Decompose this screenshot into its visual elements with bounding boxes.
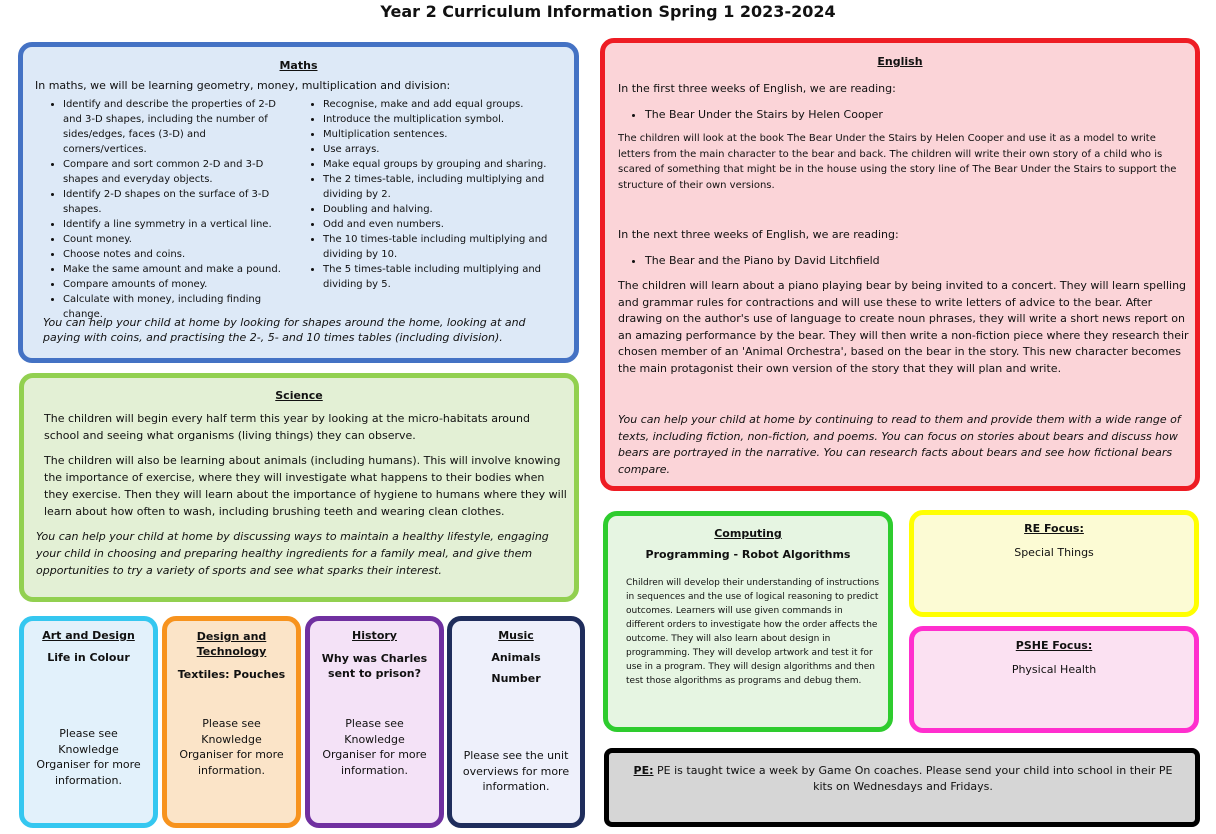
maths-help: You can help your child at home by looki…	[43, 316, 526, 344]
dt-panel: Design and Technology Textiles: Pouches …	[162, 616, 301, 828]
maths-item: Make the same amount and make a pound.	[63, 262, 285, 277]
pshe-panel: PSHE Focus: Physical Health	[909, 626, 1199, 733]
art-heading: Art and Design	[42, 629, 135, 642]
science-para-2: The children will also be learning about…	[44, 454, 567, 518]
pshe-text: Physical Health	[1011, 663, 1097, 676]
history-text: Please see Knowledge Organiser for more …	[322, 717, 427, 777]
dt-subtitle: Textiles: Pouches	[177, 668, 286, 681]
science-help: You can help your child at home by discu…	[36, 530, 549, 577]
english-intro-2: In the next three weeks of English, we a…	[618, 228, 899, 241]
maths-panel: Maths In maths, we will be learning geom…	[18, 42, 579, 363]
computing-para: Children will develop their understandin…	[626, 578, 880, 686]
re-text: Special Things	[1014, 546, 1094, 559]
english-panel: English In the first three weeks of Engl…	[600, 38, 1200, 491]
music-panel: Music Animals Number Please see the unit…	[447, 616, 585, 828]
pe-panel: PE: PE is taught twice a week by Game On…	[604, 748, 1200, 827]
page-title: Year 2 Curriculum Information Spring 1 2…	[380, 2, 836, 21]
music-subtitle-2: Number	[491, 672, 541, 685]
computing-heading: Computing	[714, 527, 782, 540]
music-subtitle-1: Animals	[491, 651, 541, 664]
maths-item: Multiplication sentences.	[323, 127, 559, 142]
maths-item: Calculate with money, including finding …	[63, 292, 285, 322]
maths-item: Odd and even numbers.	[323, 217, 559, 232]
science-para-1: The children will begin every half term …	[44, 412, 530, 442]
english-intro-1: In the first three weeks of English, we …	[618, 82, 896, 95]
english-heading: English	[877, 55, 923, 68]
history-heading: History	[352, 629, 397, 642]
maths-heading: Maths	[279, 59, 318, 72]
maths-item: Identify and describe the properties of …	[63, 97, 285, 157]
maths-item: The 10 times-table including multiplying…	[323, 232, 559, 262]
english-para-1: The children will look at the book The B…	[618, 133, 1177, 191]
science-panel: Science The children will begin every ha…	[19, 373, 579, 602]
maths-list-left: Identify and describe the properties of …	[35, 97, 285, 322]
maths-item: Compare and sort common 2-D and 3-D shap…	[63, 157, 285, 187]
pe-text-block: PE: PE is taught twice a week by Game On…	[623, 763, 1183, 795]
english-para-2: The children will learn about a piano pl…	[618, 279, 1189, 375]
maths-item: Count money.	[63, 232, 285, 247]
music-text: Please see the unit overviews for more i…	[462, 749, 570, 793]
dt-text: Please see Knowledge Organiser for more …	[179, 717, 284, 777]
maths-item: Introduce the multiplication symbol.	[323, 112, 559, 127]
music-heading: Music	[498, 629, 534, 642]
computing-subtitle: Programming - Robot Algorithms	[645, 548, 851, 561]
maths-item: Recognise, make and add equal groups.	[323, 97, 559, 112]
maths-item: Identify a line symmetry in a vertical l…	[63, 217, 285, 232]
english-book-1: The Bear Under the Stairs by Helen Coope…	[645, 107, 1185, 122]
re-heading: RE Focus:	[1024, 522, 1084, 535]
art-text: Please see Knowledge Organiser for more …	[36, 727, 141, 787]
maths-item: The 2 times-table, including multiplying…	[323, 172, 559, 202]
pshe-heading: PSHE Focus:	[1015, 639, 1093, 652]
science-heading: Science	[275, 389, 323, 402]
english-help: You can help your child at home by conti…	[618, 413, 1181, 476]
pe-text: PE is taught twice a week by Game On coa…	[653, 764, 1173, 793]
maths-item: Compare amounts of money.	[63, 277, 285, 292]
maths-item: Make equal groups by grouping and sharin…	[323, 157, 559, 172]
art-subtitle: Life in Colour	[47, 651, 130, 664]
history-subtitle: Why was Charles sent to prison?	[321, 652, 428, 680]
maths-list-right: Recognise, make and add equal groups.Int…	[295, 97, 559, 292]
re-panel: RE Focus: Special Things	[909, 510, 1199, 617]
maths-intro: In maths, we will be learning geometry, …	[35, 79, 451, 92]
maths-item: Choose notes and coins.	[63, 247, 285, 262]
dt-heading: Design and Technology	[196, 630, 267, 658]
english-book-2: The Bear and the Piano by David Litchfie…	[645, 253, 1185, 268]
maths-item: The 5 times-table including multiplying …	[323, 262, 559, 292]
art-panel: Art and Design Life in Colour Please see…	[19, 616, 158, 828]
maths-item: Doubling and halving.	[323, 202, 559, 217]
maths-item: Use arrays.	[323, 142, 559, 157]
english-book-list-1: The Bear Under the Stairs by Helen Coope…	[617, 107, 1185, 122]
history-panel: History Why was Charles sent to prison? …	[305, 616, 444, 828]
maths-item: Identify 2-D shapes on the surface of 3-…	[63, 187, 285, 217]
english-book-list-2: The Bear and the Piano by David Litchfie…	[617, 253, 1185, 268]
pe-label: PE:	[633, 764, 654, 777]
computing-panel: Computing Programming - Robot Algorithms…	[603, 511, 893, 732]
